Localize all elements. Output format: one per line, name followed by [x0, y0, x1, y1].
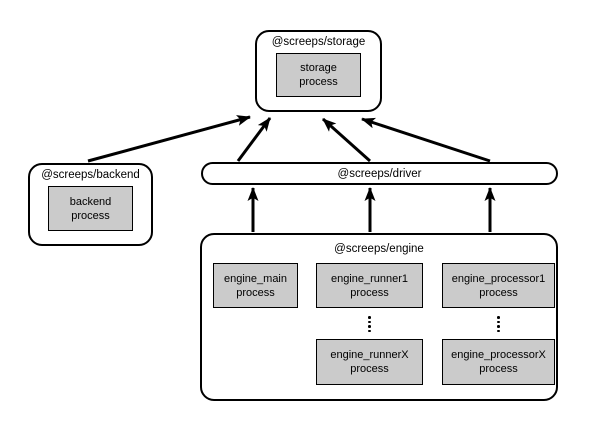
engine-main-process-sub: process — [236, 286, 275, 299]
engine-processorX-process-box: engine_processorX process — [442, 339, 555, 385]
engine-runner1-process-sub: process — [350, 286, 389, 299]
node-storage-title: @screeps/storage — [271, 36, 366, 48]
vertical-ellipsis-icon — [316, 315, 423, 333]
engine-processorX-process-sub: process — [479, 363, 518, 375]
node-backend-title: @screeps/backend — [41, 169, 140, 181]
storage-process-name: storage — [300, 62, 337, 74]
engine-processor1-process-sub: process — [479, 286, 518, 299]
arrow-backend-to-storage — [87, 115, 251, 163]
backend-process-box: backend process — [48, 186, 133, 231]
engine-runner1-process-name: engine_runner1 — [330, 272, 409, 285]
engine-main-process-name: engine_main — [224, 272, 287, 285]
engine-processorX-process-name: engine_processorX — [451, 349, 546, 361]
engine-runnerX-process-sub: process — [350, 363, 389, 375]
arrow-driver-to-storage-left — [236, 117, 272, 162]
node-driver: @screeps/driver — [201, 162, 558, 185]
arrow-driver-to-storage-right — [361, 117, 491, 163]
node-storage: @screeps/storage storage process — [255, 30, 382, 112]
backend-process-name: backend — [69, 195, 112, 208]
backend-process-sub: process — [71, 209, 110, 222]
node-engine-title: @screeps/engine — [334, 243, 424, 255]
engine-processor1-process-box: engine_processor1 process — [442, 263, 555, 308]
engine-runnerX-process-box: engine_runnerX process — [316, 339, 423, 385]
engine-main-process-box: engine_main process — [213, 263, 298, 308]
engine-runnerX-process-name: engine_runnerX — [330, 349, 409, 361]
node-backend: @screeps/backend backend process — [28, 163, 153, 246]
engine-runner1-process-box: engine_runner1 process — [316, 263, 423, 308]
node-engine: @screeps/engine engine_main process engi… — [200, 233, 558, 401]
vertical-ellipsis-icon — [442, 315, 555, 333]
node-driver-title: @screeps/driver — [337, 167, 422, 180]
arrow-driver-to-storage-middle — [322, 117, 371, 163]
storage-process-box: storage process — [276, 53, 361, 97]
storage-process-sub: process — [299, 76, 338, 88]
engine-processor1-process-name: engine_processor1 — [451, 272, 546, 285]
